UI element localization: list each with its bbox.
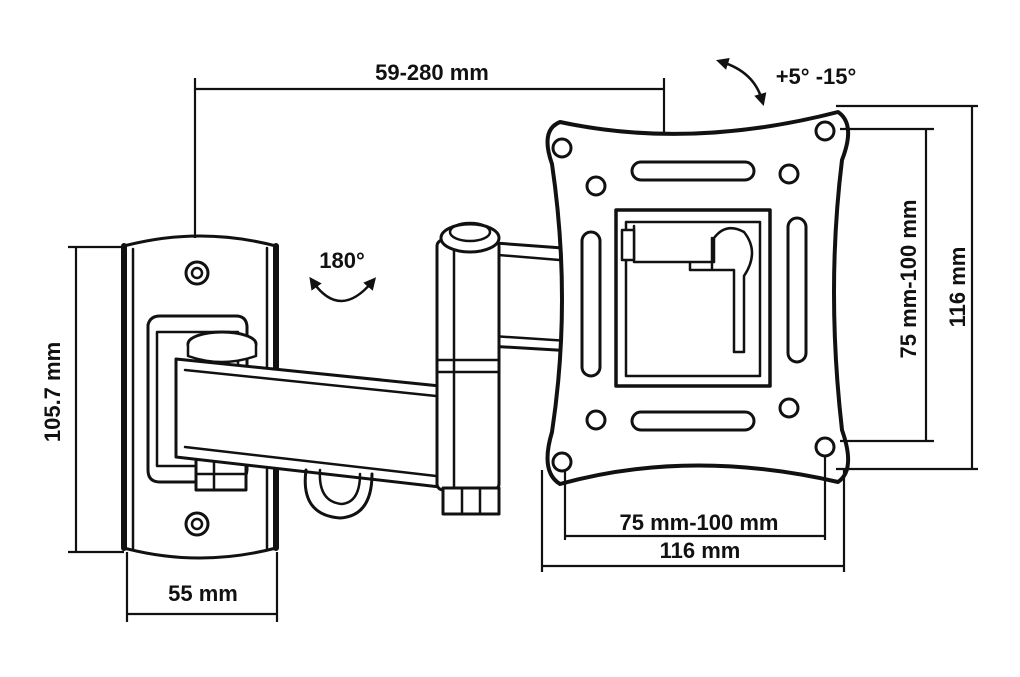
plate-width-label: 116 mm bbox=[660, 538, 741, 563]
pivot-column bbox=[435, 221, 501, 516]
arm-extension-dimension bbox=[193, 78, 666, 238]
swivel-arrow-icon bbox=[309, 276, 377, 303]
tilt-arrow-icon bbox=[716, 57, 767, 107]
vesa-vertical-label: 75 mm-100 mm bbox=[896, 200, 921, 359]
wall-plate-width-dimension bbox=[125, 552, 279, 622]
swivel-label: 180° bbox=[319, 248, 365, 273]
wall-plate-width-label: 55 mm bbox=[168, 581, 238, 606]
tv-plate bbox=[545, 110, 850, 486]
plate-width-dimension bbox=[540, 470, 846, 572]
vesa-horizontal-label: 75 mm-100 mm bbox=[620, 510, 779, 535]
arm-extension-label: 59-280 mm bbox=[375, 60, 489, 85]
lower-arm bbox=[174, 357, 442, 520]
tilt-label: +5° -15° bbox=[776, 64, 857, 89]
wall-plate-height-label: 105.7 mm bbox=[40, 342, 65, 442]
plate-height-label: 116 mm bbox=[945, 247, 970, 328]
vesa-horizontal-dimension bbox=[563, 455, 827, 540]
vesa-vertical-dimension bbox=[840, 127, 934, 443]
plate-height-dimension bbox=[836, 104, 978, 471]
wall-plate-height-dimension bbox=[68, 245, 124, 554]
